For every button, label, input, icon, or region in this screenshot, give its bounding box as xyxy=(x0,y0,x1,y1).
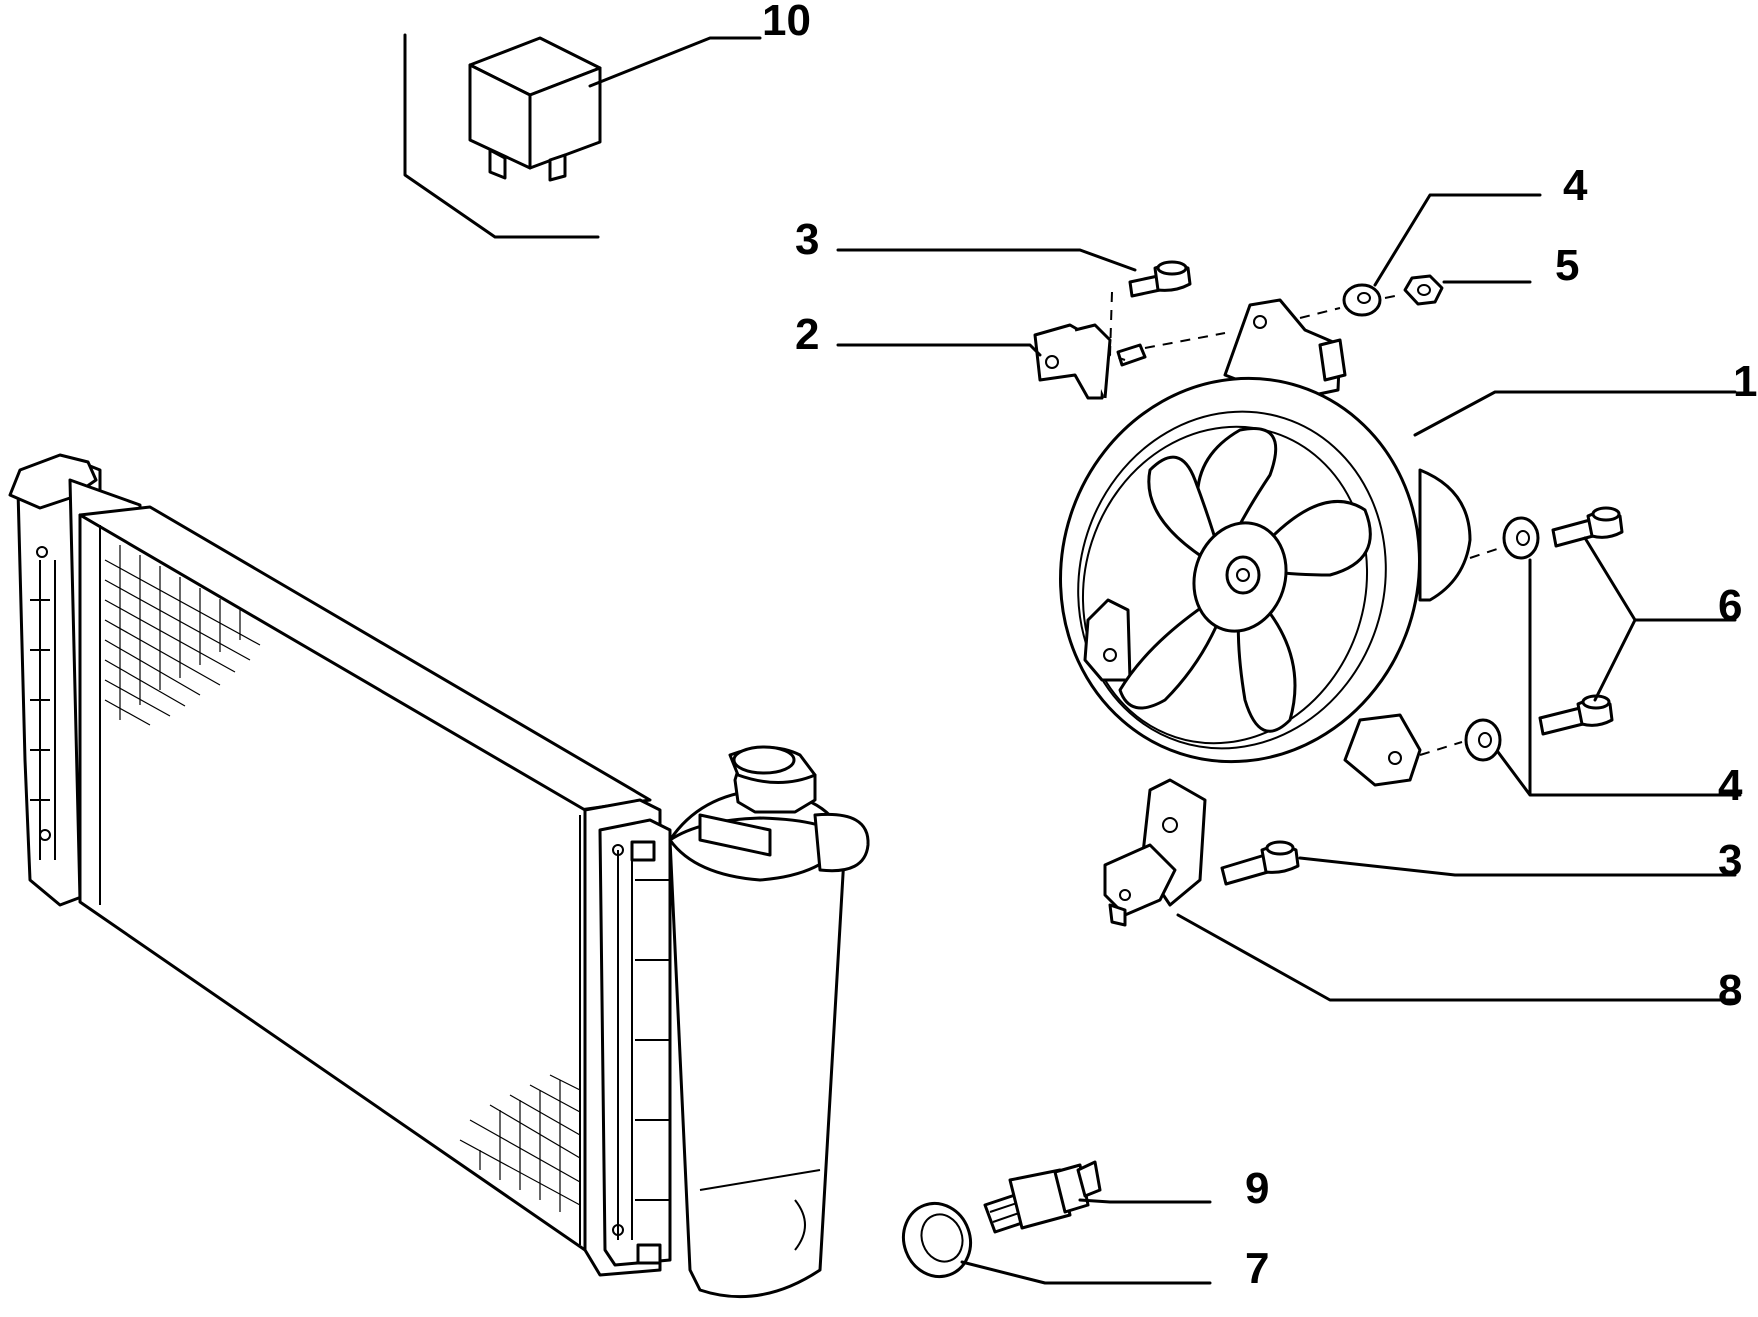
upper-washer-part xyxy=(1299,193,1542,319)
right-washer-upper-part xyxy=(1469,516,1540,560)
callout-3-top: 3 xyxy=(795,215,819,264)
callout-4-top: 4 xyxy=(1563,161,1588,210)
sealing-washer-part xyxy=(902,1201,1212,1285)
upper-nut-part xyxy=(1403,274,1532,306)
callout-7: 7 xyxy=(1245,1244,1269,1293)
lower-bolt-part xyxy=(1538,694,1614,736)
callout-4-bottom: 4 xyxy=(1718,761,1743,810)
callout-10: 10 xyxy=(762,0,811,45)
lower-bracket-part xyxy=(1103,778,1207,927)
temperature-sensor-part xyxy=(983,1160,1212,1234)
upper-bolt-part xyxy=(1551,506,1624,548)
callout-6: 6 xyxy=(1718,581,1742,630)
callout-8: 8 xyxy=(1718,966,1742,1015)
callout-5: 5 xyxy=(1555,241,1579,290)
upper-bracket-part xyxy=(1033,291,1226,400)
right-washer-lower-part xyxy=(1419,718,1502,762)
radiator-part xyxy=(8,453,870,1299)
callout-3-bottom: 3 xyxy=(1718,836,1742,885)
upper-screw-part xyxy=(836,248,1192,298)
callout-1: 1 xyxy=(1733,357,1757,406)
callout-2: 2 xyxy=(795,310,819,359)
fan-part xyxy=(1059,298,1472,787)
callout-9: 9 xyxy=(1245,1164,1269,1213)
relay-part xyxy=(403,33,762,239)
lower-screw-part xyxy=(1220,840,1737,886)
